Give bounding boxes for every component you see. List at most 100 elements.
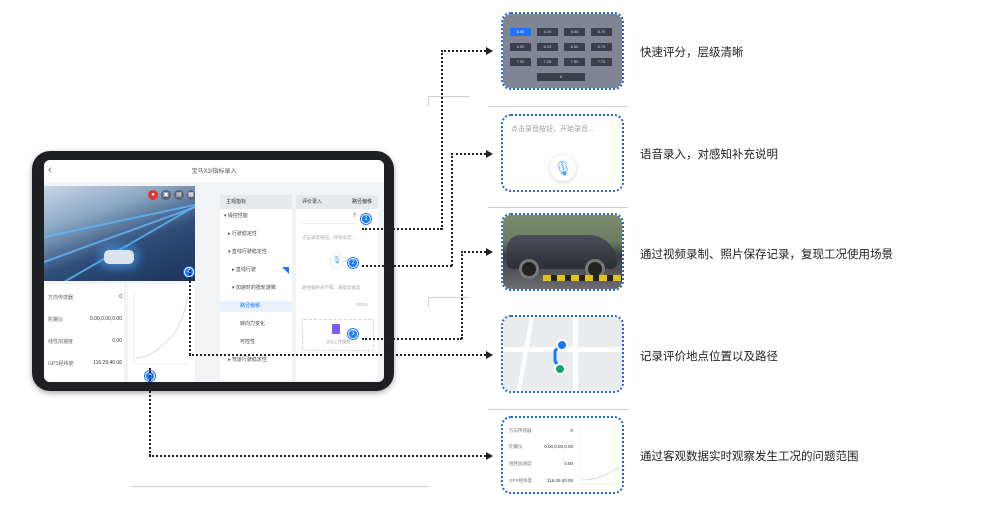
map-road bbox=[573, 317, 578, 391]
speed-bump bbox=[543, 275, 622, 281]
file-icon bbox=[332, 324, 340, 334]
grade-card: 5.00 5.25 5.50 5.75 6.00 6.25 6.50 6.75 … bbox=[501, 12, 624, 90]
connector-2 bbox=[451, 153, 486, 155]
eval-title: 评价录入 bbox=[302, 199, 323, 205]
car-wheel bbox=[519, 259, 539, 279]
voice-card: 点击录音按钮，开始录音... 🎙 bbox=[501, 114, 624, 192]
voice-placeholder: 点击录音按钮，开始录音... bbox=[302, 235, 356, 240]
grade-cell[interactable]: 7.75 bbox=[591, 58, 612, 66]
upload-video-button[interactable]: 点击上传视频 bbox=[302, 319, 374, 351]
video-preview[interactable]: ● ▣ ▤ ▦ 4 bbox=[44, 186, 195, 281]
car-photo bbox=[503, 215, 622, 289]
connector-4 bbox=[189, 354, 486, 356]
arrow-icon bbox=[486, 351, 493, 359]
tree-item[interactable]: 可控性 bbox=[240, 339, 256, 345]
arrow-icon bbox=[486, 47, 493, 55]
video-card[interactable] bbox=[501, 213, 624, 291]
grade-cell[interactable]: 6.00 bbox=[510, 43, 531, 51]
grade-cell[interactable]: 5.50 bbox=[564, 28, 585, 36]
char-counter: 0/200 bbox=[356, 302, 368, 307]
tree-item-selected[interactable]: 路径偏移 bbox=[220, 301, 292, 312]
voice-placeholder-text: 点击录音按钮，开始录音... bbox=[511, 126, 594, 133]
grade-cell[interactable]: 5.25 bbox=[537, 28, 558, 36]
map-view bbox=[503, 317, 622, 391]
arrow-icon bbox=[486, 150, 493, 158]
back-arrow-icon[interactable]: ‹ bbox=[48, 164, 52, 176]
tree-item[interactable]: 转向力变化 bbox=[240, 321, 266, 327]
badge-2: 2 bbox=[347, 257, 359, 269]
divider bbox=[428, 297, 429, 307]
top-bar: ‹ 宝马X3/指标录入 bbox=[44, 160, 384, 182]
divider bbox=[130, 486, 430, 487]
divider bbox=[428, 96, 429, 106]
location-card[interactable] bbox=[501, 315, 624, 393]
tree-header: 主观指标 bbox=[220, 195, 292, 209]
eval-indicator-name: 路径偏移 bbox=[351, 199, 372, 205]
grade-cell[interactable]: 7.50 bbox=[564, 58, 585, 66]
tree-item[interactable]: ▾ 操控性能 bbox=[224, 213, 248, 219]
divider bbox=[488, 207, 628, 208]
connector-4 bbox=[189, 270, 191, 355]
connector-3 bbox=[461, 251, 486, 253]
data-chart bbox=[580, 426, 620, 485]
camera-icon[interactable]: ▣ bbox=[161, 190, 171, 200]
image-icon[interactable]: ▤ bbox=[174, 190, 184, 200]
tree-item[interactable]: ▸ 直线行驶 bbox=[232, 267, 256, 273]
evaluation-panel: 评价录入 路径偏移 7 1 点击录音按钮，开始录音... 🎙 2 路径偏移表不错… bbox=[296, 195, 378, 380]
grade-cell[interactable]: 6.25 bbox=[537, 43, 558, 51]
tree-item[interactable]: ▸ 行驶稳定性 bbox=[228, 231, 257, 237]
divider bbox=[488, 106, 628, 107]
arrow-icon bbox=[486, 248, 493, 256]
microphone-icon[interactable]: 🎙 bbox=[331, 255, 343, 267]
selected-corner-mark bbox=[282, 267, 289, 274]
connector-1 bbox=[441, 50, 486, 52]
grade-cell[interactable]: 6.75 bbox=[591, 43, 612, 51]
arrow-icon bbox=[486, 452, 493, 460]
page-title: 宝马X3/指标录入 bbox=[191, 169, 237, 175]
car-model bbox=[104, 250, 134, 264]
grade-cell[interactable]: 7.00 bbox=[510, 58, 531, 66]
grade-cell[interactable]: 8 bbox=[537, 73, 585, 81]
comment-input[interactable]: 路径偏移表不错，满意度很高 bbox=[302, 285, 361, 290]
location-pin-icon[interactable] bbox=[556, 339, 568, 351]
voice-card-label: 语音录入，对感知补充说明 bbox=[640, 149, 778, 161]
divider bbox=[488, 409, 628, 410]
connector-2 bbox=[451, 153, 453, 266]
tree-item[interactable]: ▾ 直线行驶稳定性 bbox=[228, 249, 267, 255]
connector-5 bbox=[149, 368, 151, 456]
divider bbox=[428, 96, 470, 97]
score-field[interactable]: 7 bbox=[302, 213, 356, 224]
tree-item[interactable]: ▾ 加速时的抵轮游离 bbox=[232, 285, 276, 291]
grade-cell[interactable]: 5.00 bbox=[510, 28, 531, 36]
sensor-chart-svg bbox=[133, 292, 190, 365]
grade-cell[interactable]: 6.50 bbox=[564, 43, 585, 51]
grade-cell[interactable]: 7.25 bbox=[537, 58, 558, 66]
badge-1: 1 bbox=[360, 213, 372, 225]
badge-3: 3 bbox=[347, 328, 359, 340]
video-icon[interactable]: ● bbox=[148, 190, 158, 200]
tree-item[interactable]: ▸ 弯道行驶稳定性 bbox=[228, 357, 267, 363]
location-card-label: 记录评价地点位置以及路径 bbox=[640, 351, 778, 363]
sensor-chart: 5 bbox=[128, 284, 195, 382]
save-icon[interactable]: ▦ bbox=[187, 190, 195, 200]
grade-grid: 5.00 5.25 5.50 5.75 6.00 6.25 6.50 6.75 … bbox=[503, 14, 622, 88]
data-card-label: 通过客观数据实时观察发生工况的问题范围 bbox=[640, 451, 859, 463]
grade-cell[interactable]: 5.75 bbox=[591, 28, 612, 36]
connector-2 bbox=[362, 265, 452, 267]
video-card-label: 通过视频录制、照片保存记录，复现工况使用场景 bbox=[640, 249, 893, 261]
microphone-icon[interactable]: 🎙 bbox=[550, 155, 576, 181]
connector-1 bbox=[441, 50, 443, 230]
eval-header: 评价录入 路径偏移 bbox=[296, 195, 378, 209]
upload-label: 点击上传视频 bbox=[326, 339, 350, 344]
